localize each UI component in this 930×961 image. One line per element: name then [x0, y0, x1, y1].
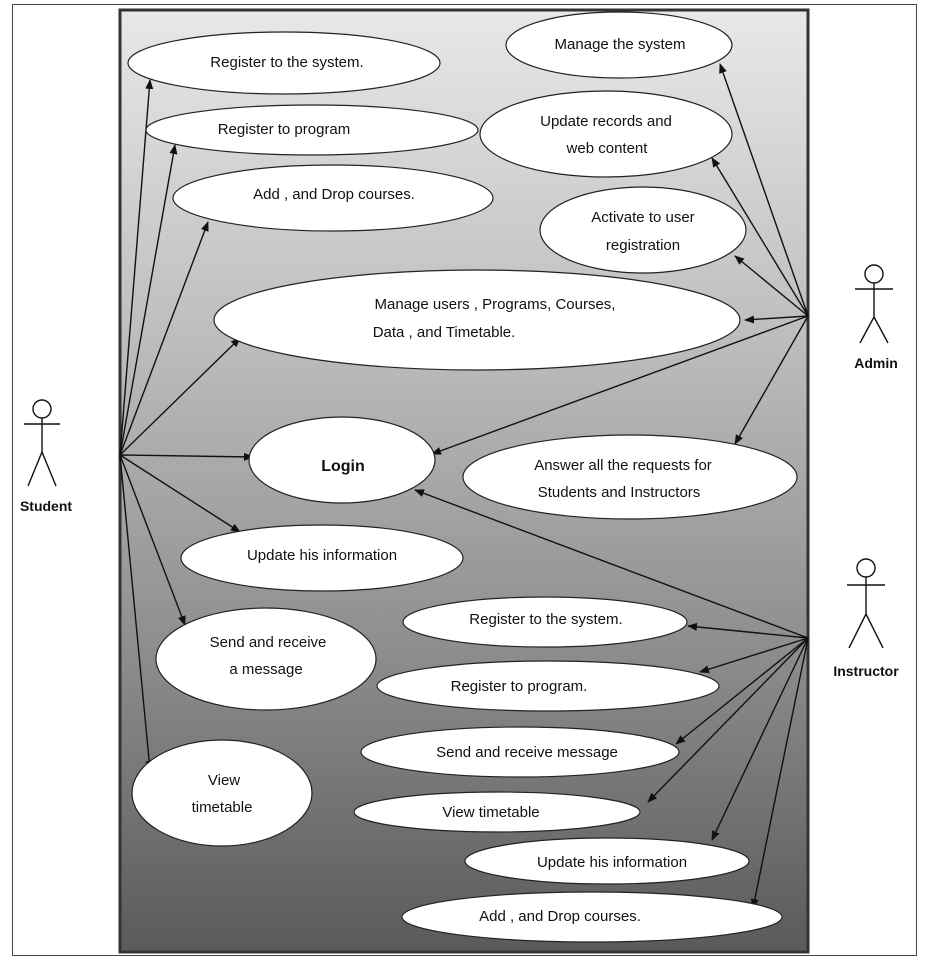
assoc-student-register-system: [119, 79, 154, 456]
assoc-student-view-tt: [119, 454, 154, 771]
uc-login[interactable]: [248, 416, 436, 504]
uc-view-timetable-instructor[interactable]: [353, 791, 641, 833]
actor-label-instructor: Instructor: [833, 663, 899, 679]
actor-leg-left: [27, 451, 43, 487]
uc-label: Answer all the requests for: [534, 457, 712, 474]
uc-label: Add , and Drop courses.: [253, 186, 415, 203]
uc-register-system-instructor[interactable]: [402, 596, 688, 648]
assoc-admin-activate: [734, 255, 809, 317]
actor-leg-left: [859, 316, 875, 344]
assoc-student-manage-users: [119, 337, 241, 456]
uc-label: Register to the system.: [469, 611, 622, 628]
assoc-instructor-register-system: [687, 622, 809, 639]
assoc-student-add-drop: [119, 221, 209, 456]
assoc-instructor-login: [414, 489, 809, 639]
assoc-student-register-program: [119, 144, 178, 456]
instructor-associations: [414, 489, 809, 909]
uc-label: timetable: [192, 799, 253, 816]
actor-leg-right: [873, 316, 889, 344]
uc-update-info-student[interactable]: [180, 524, 464, 592]
uc-label: Send and receive message: [436, 744, 618, 761]
actor-label-admin: Admin: [854, 355, 898, 371]
assoc-admin-manage-system: [719, 63, 809, 317]
assoc-student-update-info: [119, 454, 241, 533]
uc-label: Activate to user: [591, 209, 694, 226]
uc-view-timetable-student[interactable]: [131, 739, 313, 847]
actor-head: [32, 399, 52, 419]
uc-label: View: [208, 772, 240, 789]
actor-leg-right: [41, 451, 57, 487]
uc-label: a message: [229, 661, 302, 678]
uc-manage-system[interactable]: [505, 11, 733, 79]
student-associations: [119, 79, 254, 771]
actor-admin[interactable]: [855, 264, 893, 344]
uc-label: registration: [606, 237, 680, 254]
uc-label: Register to program.: [451, 678, 588, 695]
uc-label: Data , and Timetable.: [373, 324, 516, 341]
actor-head: [856, 558, 876, 578]
uc-label: Manage users , Programs, Courses,: [375, 296, 616, 313]
actor-student[interactable]: [24, 399, 60, 487]
uc-label: Manage the system: [555, 36, 686, 53]
uc-send-msg-instructor[interactable]: [360, 726, 680, 778]
assoc-instructor-register-program: [699, 637, 809, 674]
actor-leg-right: [865, 613, 884, 649]
admin-associations: [431, 63, 809, 455]
assoc-admin-answer: [734, 315, 809, 445]
assoc-student-send-msg: [119, 454, 186, 626]
uc-label: Register to program: [218, 121, 351, 138]
uc-label: web content: [566, 140, 649, 157]
uc-label: Update records and: [540, 113, 672, 130]
assoc-admin-update-records: [711, 157, 809, 317]
assoc-instructor-update-info: [711, 637, 809, 841]
uc-register-program-instructor[interactable]: [376, 660, 720, 712]
uc-label: Add , and Drop courses.: [479, 908, 641, 925]
uc-label: Update his information: [537, 854, 687, 871]
uc-activate-registration[interactable]: [539, 186, 747, 274]
assoc-instructor-view-tt: [647, 637, 809, 803]
uc-label: Students and Instructors: [538, 484, 701, 501]
actor-head: [864, 264, 884, 284]
uc-register-program-student[interactable]: [145, 104, 479, 156]
assoc-instructor-add-drop: [750, 637, 809, 909]
uc-update-info-instructor[interactable]: [464, 837, 750, 885]
uc-label: Register to the system.: [210, 54, 363, 71]
assoc-student-login: [119, 452, 254, 461]
assoc-admin-login: [431, 315, 809, 455]
uc-label-login: Login: [321, 458, 365, 475]
uc-label: Send and receive: [210, 634, 327, 651]
uc-label: Update his information: [247, 547, 397, 564]
actor-label-student: Student: [20, 498, 72, 514]
uc-answer-requests[interactable]: [462, 434, 798, 520]
uc-add-drop-student[interactable]: [172, 164, 494, 232]
uc-send-msg-student[interactable]: [155, 607, 377, 711]
uc-label: View timetable: [442, 804, 539, 821]
uc-register-system-student[interactable]: [127, 31, 441, 95]
assoc-admin-manage-users: [744, 315, 809, 324]
uc-add-drop-instructor[interactable]: [401, 891, 783, 943]
assoc-instructor-send-msg: [675, 637, 809, 745]
actor-instructor[interactable]: [847, 558, 885, 649]
actor-leg-left: [848, 613, 867, 649]
uc-manage-users[interactable]: [213, 269, 741, 371]
uc-update-records[interactable]: [479, 90, 733, 178]
